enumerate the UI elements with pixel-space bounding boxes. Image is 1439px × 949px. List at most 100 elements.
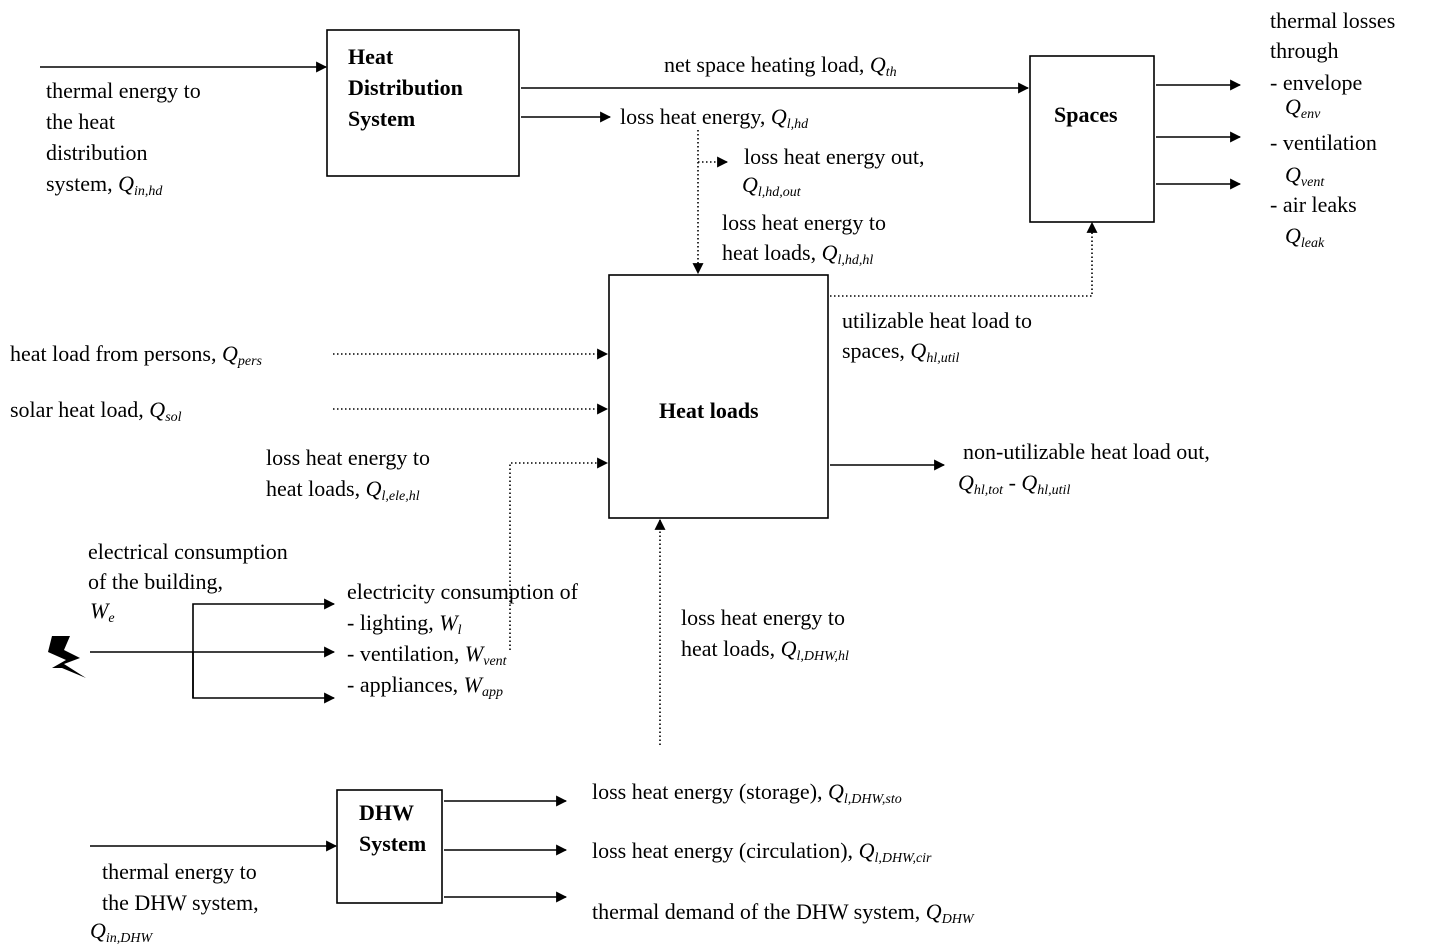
label-dhw-circulation: loss heat energy (circulation), Ql,DHW,c… <box>592 838 932 866</box>
label-dhw-storage: loss heat energy (storage), Ql,DHW,sto <box>592 779 902 807</box>
label-text: - <box>1003 470 1021 495</box>
svg-text:loss heat energy, Ql,hd: loss heat energy, Ql,hd <box>620 104 809 132</box>
symbol: Q <box>822 240 838 265</box>
svg-text:- lighting, Wl: - lighting, Wl <box>347 610 462 638</box>
label-thermal-losses: thermal losses through - envelope Qenv -… <box>1270 8 1395 251</box>
label-electricity-consumption: electricity consumption of - lighting, W… <box>347 579 579 700</box>
label-text: - appliances, <box>347 672 464 697</box>
dhw-title-line2: System <box>359 831 426 856</box>
arrow-loss-ele-hl <box>509 457 609 650</box>
label-loss-hd-out: loss heat energy out, Ql,hd,out <box>742 144 924 200</box>
dhw-system-box: DHW System <box>336 789 443 904</box>
subscript: sol <box>165 410 181 425</box>
label-line: - air leaks <box>1270 192 1357 217</box>
symbol: Q <box>1285 162 1301 187</box>
svg-text:- ventilation, Wvent: - ventilation, Wvent <box>347 641 508 669</box>
symbol: W <box>439 610 459 635</box>
svg-text:Qleak: Qleak <box>1285 223 1325 251</box>
svg-text:Qvent: Qvent <box>1285 162 1325 190</box>
symbol: Q <box>118 171 134 196</box>
label-text: spaces, <box>842 338 910 363</box>
symbol: W <box>465 641 485 666</box>
label-loss-hd: loss heat energy, Ql,hd <box>620 104 809 132</box>
subscript: vent <box>483 654 507 669</box>
subscript: hl,util <box>1037 483 1070 498</box>
svg-text:heat loads, Ql,DHW,hl: heat loads, Ql,DHW,hl <box>681 636 849 664</box>
label-text: thermal demand of the DHW system, <box>592 899 926 924</box>
arrow-electricity-appliances <box>192 652 336 704</box>
symbol: Q <box>771 104 787 129</box>
symbol: Q <box>1285 94 1301 119</box>
symbol: Q <box>366 476 382 501</box>
label-line: thermal energy to <box>46 78 201 103</box>
svg-text:Qin,DHW: Qin,DHW <box>90 918 154 946</box>
label-line: loss heat energy to <box>681 605 845 630</box>
symbol: Q <box>742 172 758 197</box>
label-line: - envelope <box>1270 70 1362 95</box>
symbol: Q <box>781 636 797 661</box>
label-line: loss heat energy out, <box>744 144 924 169</box>
subscript: l,hd <box>787 117 809 132</box>
symbol: W <box>464 672 484 697</box>
svg-text:We: We <box>90 598 115 626</box>
svg-text:heat loads, Ql,hd,hl: heat loads, Ql,hd,hl <box>722 240 873 268</box>
label-thermal-in-hd: thermal energy to the heat distribution … <box>46 78 201 199</box>
subscript: l <box>458 623 462 638</box>
label-loss-ele-hl: loss heat energy to heat loads, Ql,ele,h… <box>266 445 430 504</box>
subscript: env <box>1301 107 1321 122</box>
symbol: Q <box>1021 470 1037 495</box>
symbol: Q <box>870 52 886 77</box>
svg-text:loss heat energy (circulation): loss heat energy (circulation), Ql,DHW,c… <box>592 838 932 866</box>
symbol: Q <box>828 779 844 804</box>
svg-text:spaces, Qhl,util: spaces, Qhl,util <box>842 338 959 366</box>
heat-distribution-system-box: Heat Distribution System <box>326 29 520 177</box>
svg-text:- appliances, Wapp: - appliances, Wapp <box>347 672 503 700</box>
symbol: Q <box>222 341 238 366</box>
subscript: vent <box>1301 175 1325 190</box>
svg-text:thermal demand of the DHW syst: thermal demand of the DHW system, QDHW <box>592 899 975 927</box>
heat-distribution-title-line2: Distribution <box>348 75 463 100</box>
label-text: heat load from persons, <box>10 341 222 366</box>
label-line: loss heat energy to <box>266 445 430 470</box>
symbol: W <box>90 598 110 623</box>
label-line: thermal energy to <box>102 859 257 884</box>
label-loss-dhw-hl: loss heat energy to heat loads, Ql,DHW,h… <box>681 605 849 664</box>
label-text: heat loads, <box>722 240 822 265</box>
spaces-box: Spaces <box>1029 55 1155 223</box>
svg-text:Ql,hd,out: Ql,hd,out <box>742 172 802 200</box>
svg-text:system, Qin,hd: system, Qin,hd <box>46 171 163 199</box>
label-text: heat loads, <box>266 476 366 501</box>
label-line: utilizable heat load to <box>842 308 1032 333</box>
symbol: Q <box>859 838 875 863</box>
label-line: of the building, <box>88 569 223 594</box>
subscript: l,DHW,cir <box>874 851 932 866</box>
label-electrical-building: electrical consumption of the building, … <box>88 539 288 626</box>
label-text: loss heat energy (storage), <box>592 779 828 804</box>
subscript: l,hd,out <box>758 185 802 200</box>
subscript: l,hd,hl <box>837 253 873 268</box>
label-text: - lighting, <box>347 610 439 635</box>
symbol: Q <box>958 470 974 495</box>
label-dhw-demand: thermal demand of the DHW system, QDHW <box>592 899 975 927</box>
symbol: Q <box>926 899 942 924</box>
label-text: solar heat load, <box>10 397 149 422</box>
label-thermal-in-dhw: thermal energy to the DHW system, Qin,DH… <box>90 859 259 946</box>
svg-text:heat load from persons, Qpers: heat load from persons, Qpers <box>10 341 263 369</box>
label-line: electrical consumption <box>88 539 288 564</box>
label-text: net space heating load, <box>664 52 870 77</box>
label-solar: solar heat load, Qsol <box>10 397 182 425</box>
subscript: app <box>482 685 503 700</box>
label-line: distribution <box>46 140 147 165</box>
subscript: hl,util <box>926 351 959 366</box>
label-line: the DHW system, <box>102 890 259 915</box>
heat-loads-title: Heat loads <box>659 398 759 423</box>
label-line: electricity consumption of <box>347 579 579 604</box>
subscript: DHW <box>941 912 975 927</box>
label-text: - ventilation, <box>347 641 465 666</box>
label-loss-hd-hl: loss heat energy to heat loads, Ql,hd,hl <box>722 210 886 268</box>
label-line: loss heat energy to <box>722 210 886 235</box>
subscript: leak <box>1301 236 1325 251</box>
lightning-bolt-icon <box>48 636 86 678</box>
symbol: Q <box>1285 223 1301 248</box>
